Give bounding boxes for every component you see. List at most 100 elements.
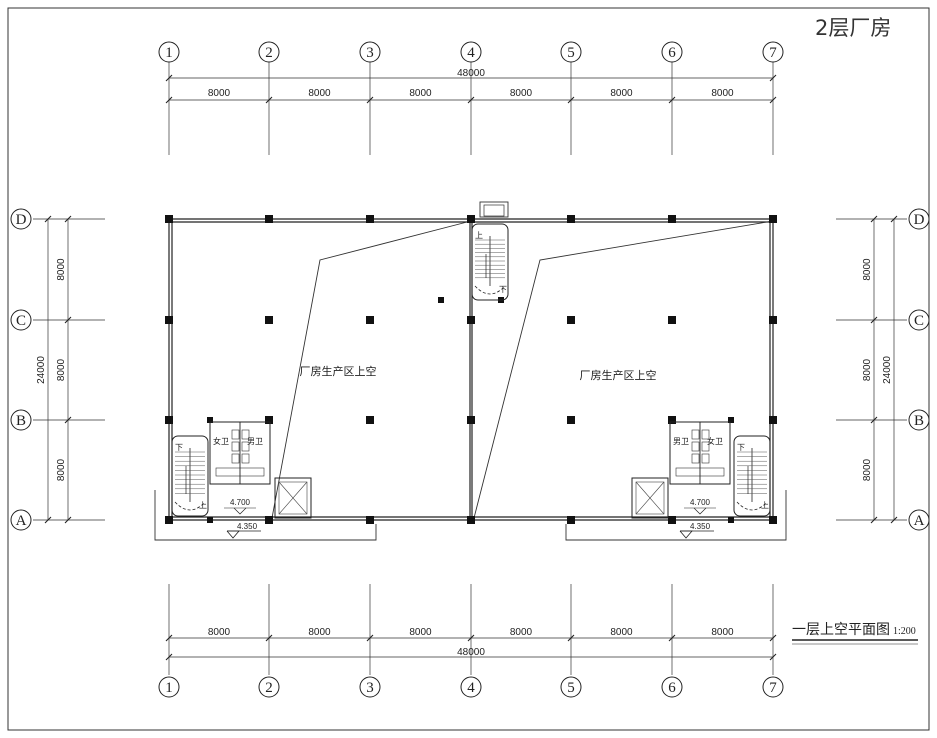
dim-tick — [870, 516, 878, 524]
axis-bubble-left-A-label: A — [16, 513, 27, 529]
stair-left-down: 下 — [175, 443, 183, 452]
dim-tick — [366, 96, 374, 104]
canopy-left — [154, 490, 377, 541]
column — [769, 316, 777, 324]
void-label-left: 厂房生产区上空 — [300, 364, 377, 378]
axis-bubble-bottom-1-circle — [158, 676, 180, 698]
column — [366, 215, 374, 223]
toilet-block-left-female-label: 女卫 — [213, 436, 229, 446]
axis-bubble-bottom-5-label: 5 — [567, 680, 575, 696]
axis-bubble-top-3-circle — [359, 41, 381, 63]
elevation-canopy-left-text: 4.350 — [237, 522, 258, 531]
axis-bubble-top-2-label: 2 — [265, 45, 273, 61]
axis-bubble-top-7-label: 7 — [769, 45, 777, 61]
dim-tick — [870, 416, 878, 424]
axis-bubble-right-A-circle — [908, 509, 930, 531]
column — [769, 215, 777, 223]
axis-bubble-top-6-circle — [661, 41, 683, 63]
toilet-block-left-fixture — [241, 453, 250, 464]
axis-bubble-bottom-6-label: 6 — [668, 680, 676, 696]
axis-bubble-top-6-label: 6 — [668, 45, 676, 61]
axis-bubble-top-5-label: 5 — [567, 45, 575, 61]
axis-bubble-bottom-7-label: 7 — [769, 680, 777, 696]
dim-text-row-left: 8000 — [56, 258, 67, 281]
dim-tick — [890, 516, 898, 524]
column — [467, 416, 475, 424]
toilet-block-left-fixture — [241, 429, 250, 440]
roof-hatch-outer — [479, 201, 509, 218]
column — [467, 316, 475, 324]
axis-bubble-right-D-circle — [908, 208, 930, 230]
central-stair: 上下 — [471, 223, 509, 301]
toilet-block-left-fixture — [241, 441, 250, 452]
toilet-block-left-landing-elev-mark — [233, 507, 247, 515]
dim-text-row-left: 8000 — [56, 458, 67, 481]
dim-text-total-right: 24000 — [882, 356, 893, 384]
elevation-canopy-left-symbol — [226, 530, 240, 539]
dim-text-row-left: 8000 — [56, 358, 67, 381]
column — [668, 416, 676, 424]
sheet-border — [7, 7, 930, 731]
column — [567, 316, 575, 324]
drawing-title: 一层上空平面图 — [792, 622, 890, 638]
lift-shaft-right — [631, 477, 669, 519]
dim-tick — [265, 634, 273, 642]
dim-tick — [165, 634, 173, 642]
axis-bubble-right-A-label: A — [914, 513, 925, 529]
axis-bubble-bottom-4-label: 4 — [467, 680, 475, 696]
dim-tick — [165, 96, 173, 104]
axis-bubble-bottom-1-label: 1 — [165, 680, 173, 696]
axis-bubble-bottom-3-circle — [359, 676, 381, 698]
axis-bubble-top-7-circle — [762, 41, 784, 63]
dim-text-bay-bottom: 8000 — [308, 627, 331, 638]
toilet-block-right-landing-elev: 4.700 — [690, 498, 711, 507]
column — [728, 417, 734, 423]
column — [165, 516, 173, 524]
stair-right-landing-arc — [736, 501, 768, 511]
axis-bubble-bottom-3-label: 3 — [366, 680, 374, 696]
column — [265, 215, 273, 223]
column — [265, 516, 273, 524]
axis-bubble-left-B-label: B — [16, 413, 26, 429]
dim-text-total-bottom: 48000 — [457, 647, 485, 658]
dim-tick — [64, 516, 72, 524]
toilet-block-left-fixture — [231, 429, 240, 440]
dim-text-bay-top: 8000 — [610, 88, 633, 99]
dim-text-bay-bottom: 8000 — [510, 627, 533, 638]
dim-tick — [870, 215, 878, 223]
axis-bubble-top-1-circle — [158, 41, 180, 63]
stair-left: 上下 — [171, 435, 209, 517]
stair-right-up: 上 — [761, 501, 769, 510]
dim-tick — [366, 634, 374, 642]
column — [366, 516, 374, 524]
lift-shaft-left-shaft — [274, 477, 312, 519]
central-stair-landing-arc — [474, 285, 506, 295]
dim-text-bay-bottom: 8000 — [711, 627, 734, 638]
lift-shaft-left-cross-b — [278, 481, 308, 515]
toilet-block-right-basin-counter — [675, 467, 725, 477]
dim-tick — [265, 96, 273, 104]
dim-text-row-right: 8000 — [862, 258, 873, 281]
column — [265, 316, 273, 324]
dim-tick — [467, 634, 475, 642]
roof-hatch-inner — [483, 204, 505, 217]
void-label-right: 厂房生产区上空 — [580, 368, 657, 382]
column — [467, 215, 475, 223]
axis-bubble-left-D-circle — [10, 208, 32, 230]
toilet-block-left: 女卫男卫4.700 — [209, 421, 271, 515]
column — [728, 517, 734, 523]
dim-tick — [769, 634, 777, 642]
dim-tick — [64, 416, 72, 424]
axis-bubble-bottom-7-circle — [762, 676, 784, 698]
axis-bubble-right-D-label: D — [914, 212, 925, 228]
dim-tick — [769, 96, 777, 104]
central-stair-down: 下 — [499, 285, 507, 294]
axis-bubble-bottom-5-circle — [560, 676, 582, 698]
dim-tick — [567, 96, 575, 104]
grid-lines — [33, 62, 907, 675]
dim-tick — [769, 653, 777, 661]
axis-bubble-top-4-label: 4 — [467, 45, 475, 61]
axis-bubble-right-B-circle — [908, 409, 930, 431]
